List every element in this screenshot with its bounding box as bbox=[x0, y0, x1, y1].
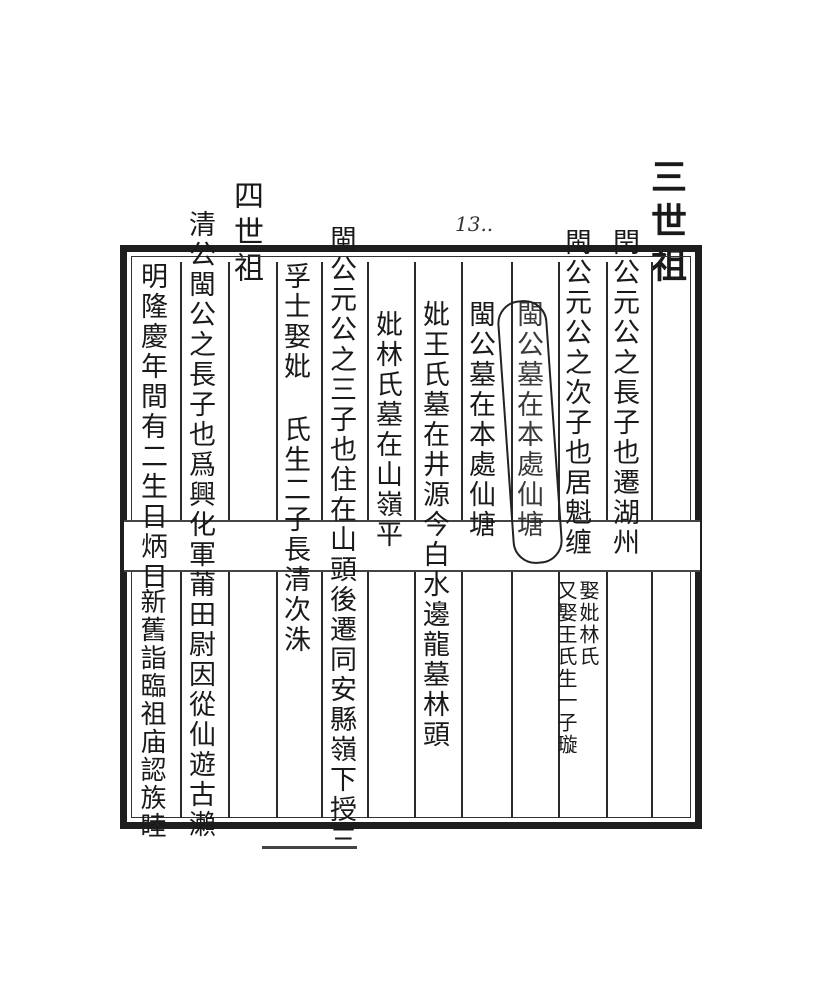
column-text: 氏生二子長清次洙 bbox=[279, 415, 310, 655]
column-text: 妣王氏墓在井源今白水邊龍墓林頭 bbox=[418, 300, 449, 750]
column-text: 閩公元公之三子也住在山頭後遷同安縣嶺下授三 bbox=[325, 225, 356, 855]
column-text: 閩公元公之次子也居魁缠 bbox=[560, 228, 591, 558]
column-text: 明隆慶年間有二生日炳日 bbox=[136, 262, 167, 592]
column-text: 孚士娶妣 bbox=[279, 262, 310, 382]
ink-stroke bbox=[262, 846, 357, 849]
generation-4-title: 四世祖 bbox=[228, 180, 263, 288]
column-text: 閩公墓在本處仙塘 bbox=[464, 300, 495, 540]
column-text: 閏公元公之長子也遷湖州 bbox=[608, 228, 639, 558]
column-text: 妣林氏墓在山嶺平 bbox=[371, 310, 402, 550]
column-text: 新舊詣臨祖庙認族睦 bbox=[136, 588, 166, 840]
column-text: 又娶王氏生一子璇 bbox=[554, 580, 578, 756]
column-text: 清公閩公之長子也爲興化軍莆田尉因從仙遊古瀨 bbox=[184, 210, 215, 840]
column-text: 閩公墓在本處仙塘 bbox=[512, 300, 543, 540]
column-text: 娶妣林氏 bbox=[576, 580, 600, 668]
fold-band bbox=[124, 520, 700, 572]
page-number: 13.. bbox=[455, 212, 494, 236]
